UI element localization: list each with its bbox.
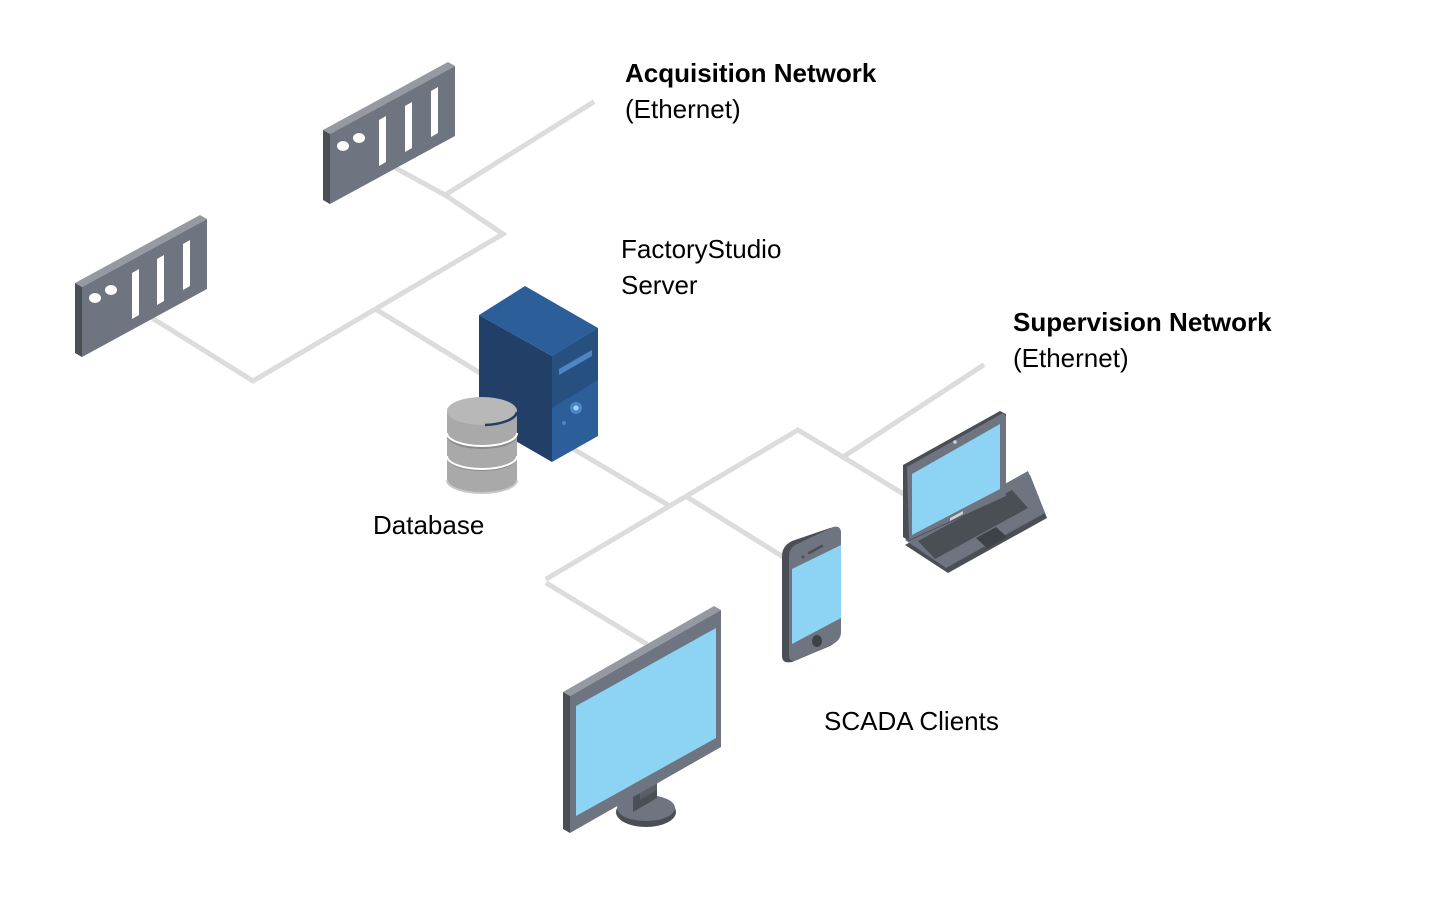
scada-clients-label: SCADA Clients [824,706,999,736]
supervision-link-monitor [544,580,649,647]
slot-icon [431,87,438,137]
phone-screen[interactable] [792,545,841,644]
led-icon [89,293,101,303]
led-icon [353,133,365,143]
controller-icon[interactable] [75,215,207,357]
laptop-screen[interactable] [912,424,1000,535]
acquisition-backbone [148,99,596,384]
acquisition-network-wires [148,99,596,384]
laptop-hinge [950,511,963,521]
led-icon [562,421,566,425]
phone-camera [801,555,805,559]
controller-side [75,283,82,357]
monitor-frame-top [563,606,721,696]
supervision-link-phone [683,493,789,562]
database-seam [446,432,518,447]
acquisition-network-label: Acquisition Network (Ethernet) [625,55,876,127]
server-top [479,286,598,356]
supervision-network-title: Supervision Network [1013,307,1272,337]
phone-speaker [807,544,824,555]
controller-top [323,62,455,134]
acquisition-network-title: Acquisition Network [625,58,877,88]
slot-icon [379,116,386,166]
slot-icon [132,269,139,319]
home-button-icon [812,635,822,647]
supervision-link-laptop [839,453,909,499]
supervision-network-wires [544,362,986,647]
supervision-server-link [571,446,672,509]
monitor-frame-side [563,692,570,833]
database-disk-top [447,397,517,425]
monitor-stand-base-top [617,795,675,821]
led-icon [337,141,349,151]
supervision-network-subtitle: (Ethernet) [1013,343,1129,373]
database-rim [484,411,519,427]
monitor-icon[interactable] [563,606,721,833]
server-drive-bay [559,350,592,375]
led-icon [105,285,117,295]
laptop-touchpad [976,527,1007,548]
controller-top [75,215,207,287]
controller-face [330,66,455,204]
server-label-line2: Server [621,270,698,300]
database-icon[interactable] [446,397,519,494]
monitor-screen[interactable] [576,628,716,816]
database-seam [446,455,518,470]
server-front-shade [552,328,598,408]
server-label-line1: FactoryStudio [621,234,782,264]
phone-icon[interactable] [782,526,841,663]
server-label: FactoryStudio Server [621,231,781,303]
controller-face [82,219,207,357]
laptop-keyboard [918,490,1028,559]
camera-icon [953,440,957,444]
database-label: Database [373,510,485,540]
controller-side [323,130,330,204]
laptop-icon[interactable] [903,411,1047,573]
database-seam [446,479,518,494]
slot-icon [405,102,412,152]
acquisition-link-plc-1 [386,161,449,199]
slot-icon [157,255,164,305]
acquisition-link-server [373,306,484,377]
acquisition-network-subtitle: (Ethernet) [625,94,741,124]
supervision-network-label: Supervision Network (Ethernet) [1013,304,1272,376]
power-button-icon [573,405,579,411]
slot-icon [183,240,190,290]
supervision-backbone [544,362,986,582]
controller-icon[interactable] [323,62,455,204]
